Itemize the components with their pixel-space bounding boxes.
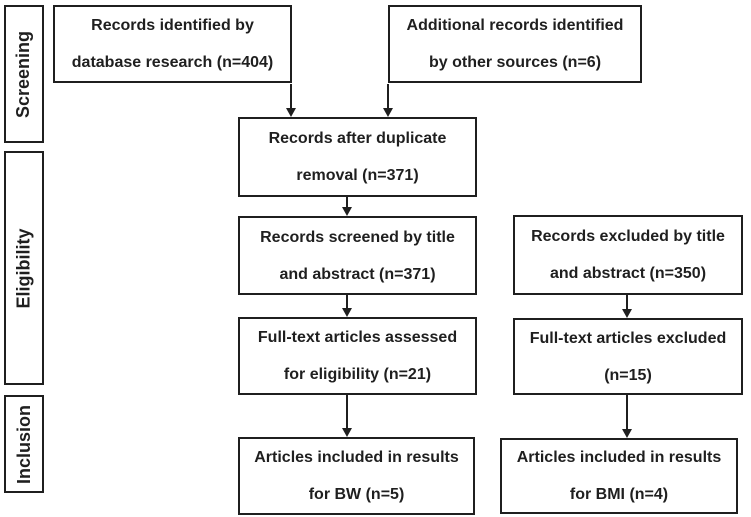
box-text-line: and abstract (n=371)	[279, 265, 436, 283]
stage-label-eligibility: Eligibility	[4, 151, 44, 385]
box-records-identified: Records identified by database research …	[53, 5, 292, 83]
box-additional-records: Additional records identified by other s…	[388, 5, 642, 83]
box-text-line: Records identified by	[91, 17, 254, 34]
stage-label-eligibility-text: Eligibility	[13, 227, 34, 309]
arrow-assessed-to-bw	[342, 395, 352, 437]
box-text-line: Records screened by title	[260, 228, 455, 246]
arrowhead-down-icon	[342, 207, 352, 216]
box-text-line: Additional records identified	[406, 17, 624, 34]
arrow-excluded-to-ftexcluded	[622, 295, 632, 318]
arrowhead-down-icon	[622, 429, 632, 438]
arrow-identified-to-duplicates	[286, 84, 296, 117]
box-text-line: removal (n=371)	[296, 167, 419, 184]
box-text-line: Full-text articles excluded	[529, 329, 727, 347]
arrowhead-down-icon	[342, 308, 352, 317]
box-text-line: Full-text articles assessed	[257, 329, 458, 346]
box-text-line: Articles included in results	[516, 449, 722, 466]
stage-label-screening: Screening	[4, 5, 44, 143]
box-text-line: (n=15)	[604, 366, 652, 384]
box-text-line: by other sources (n=6)	[428, 54, 602, 71]
arrow-additional-to-duplicates	[383, 84, 393, 117]
box-text-line: for BMI (n=4)	[569, 486, 669, 503]
arrowhead-down-icon	[342, 428, 352, 437]
stage-label-inclusion: Inclusion	[4, 395, 44, 493]
box-text-line: Records after duplicate	[268, 130, 447, 147]
box-records-excluded: Records excluded by title and abstract (…	[513, 215, 743, 295]
arrowhead-down-icon	[286, 108, 296, 117]
box-fulltext-excluded: Full-text articles excluded (n=15)	[513, 318, 743, 395]
box-text-line: and abstract (n=350)	[549, 265, 707, 282]
arrow-screened-to-assessed	[342, 295, 352, 317]
box-text-line: database research (n=404)	[71, 54, 274, 71]
arrow-duplicates-to-screened	[342, 197, 352, 216]
box-included-bw: Articles included in results for BW (n=5…	[238, 437, 475, 515]
box-included-bmi: Articles included in results for BMI (n=…	[500, 438, 738, 514]
box-text-line: for BW (n=5)	[308, 486, 405, 503]
box-text-line: Records excluded by title	[531, 228, 725, 245]
box-records-screened: Records screened by title and abstract (…	[238, 216, 477, 295]
arrowhead-down-icon	[383, 108, 393, 117]
box-fulltext-assessed: Full-text articles assessed for eligibil…	[238, 317, 477, 395]
arrow-ftexcluded-to-bmi	[622, 395, 632, 438]
stage-label-screening-text: Screening	[13, 30, 34, 118]
arrowhead-down-icon	[622, 309, 632, 318]
stage-label-inclusion-text: Inclusion	[13, 404, 34, 484]
box-duplicate-removal: Records after duplicate removal (n=371)	[238, 117, 477, 197]
box-text-line: for eligibility (n=21)	[283, 366, 432, 383]
box-text-line: Articles included in results	[254, 449, 459, 466]
